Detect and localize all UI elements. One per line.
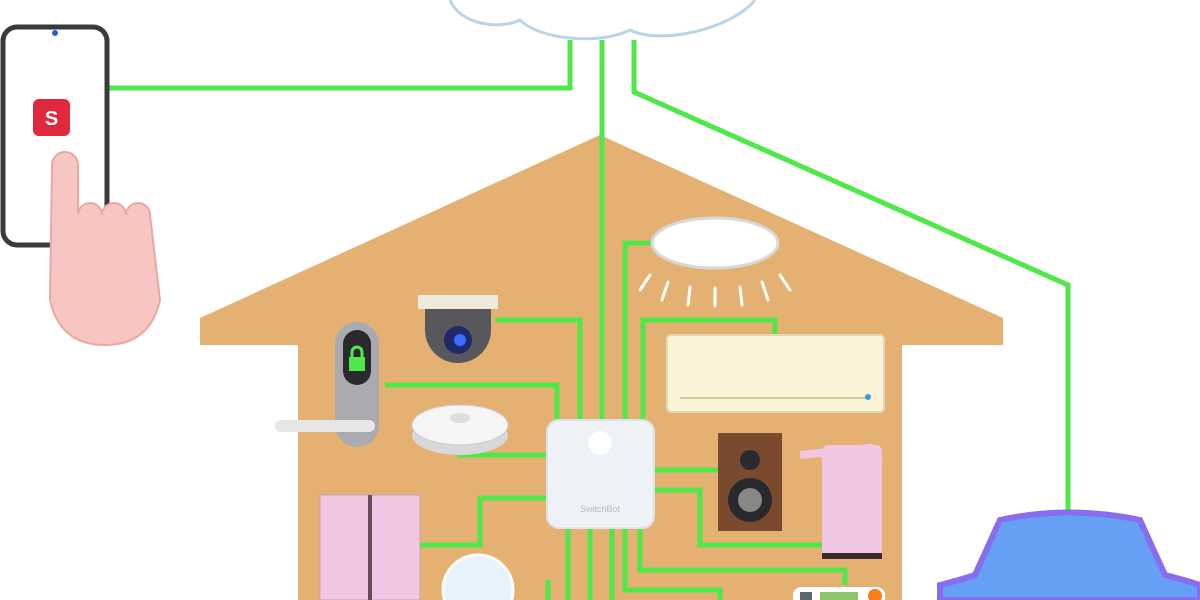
cloud-icon xyxy=(448,0,757,41)
app-icon[interactable] xyxy=(33,99,70,136)
network-wires xyxy=(108,40,1071,600)
ceiling-fan-icon xyxy=(441,553,515,600)
speaker-icon xyxy=(718,433,782,531)
hand-icon xyxy=(48,151,162,347)
refrigerator-icon xyxy=(319,494,421,600)
remote-device-icon xyxy=(793,587,885,600)
security-camera-icon xyxy=(418,295,498,363)
switchbot-hub: SwitchBot xyxy=(546,419,655,529)
app-icon-letter: S xyxy=(45,108,58,130)
air-conditioner-icon xyxy=(666,334,885,413)
hub-brand-label: SwitchBot xyxy=(580,504,621,514)
ceiling-light-icon xyxy=(638,216,792,308)
electric-kettle-icon xyxy=(799,443,884,559)
smart-lock-icon xyxy=(275,322,379,447)
robot-vacuum-icon xyxy=(411,404,509,455)
robot-vacuum-station-icon xyxy=(937,509,1200,600)
